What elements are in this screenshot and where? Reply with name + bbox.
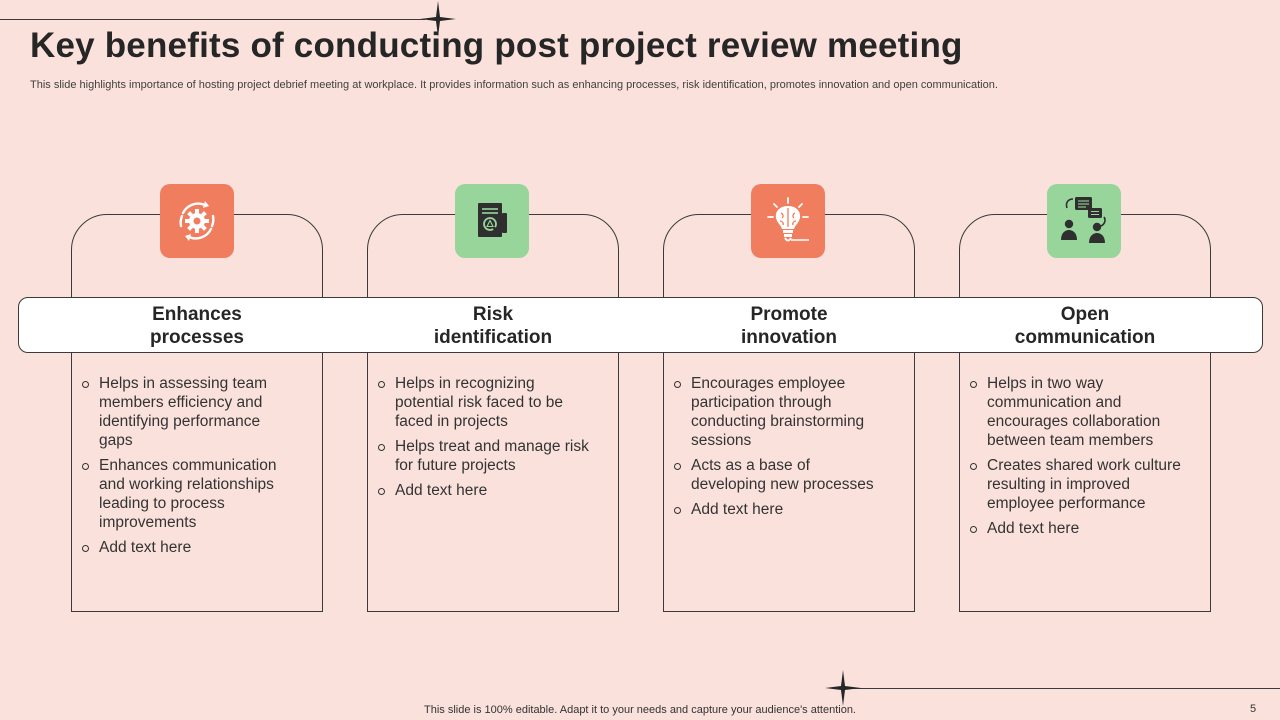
heading-line: identification bbox=[433, 327, 553, 348]
benefit-list-open-communication: Helps in two way communication and encou… bbox=[969, 374, 1181, 544]
page-number: 5 bbox=[1250, 703, 1257, 715]
list-item: Helps in two way communication and encou… bbox=[969, 374, 1181, 450]
heading-line: Enhances bbox=[152, 304, 242, 325]
benefit-list-risk-identification: Helps in recognizing potential risk face… bbox=[377, 374, 589, 506]
list-item: Add text here bbox=[81, 538, 293, 557]
heading-line: processes bbox=[149, 327, 244, 348]
list-item: Helps in assessing team members efficien… bbox=[81, 374, 293, 450]
icon-tile-promote-innovation bbox=[751, 184, 825, 258]
heading-line: innovation bbox=[740, 327, 838, 348]
heading-line: Risk bbox=[472, 304, 514, 325]
list-item: Add text here bbox=[673, 500, 885, 519]
heading-line: communication bbox=[1014, 327, 1156, 348]
people-conversation-icon bbox=[1061, 197, 1106, 243]
benefit-heading-open-communication: Open communication bbox=[959, 303, 1211, 349]
list-item: Add text here bbox=[969, 519, 1181, 538]
decorative-line-bottom bbox=[850, 688, 1280, 689]
list-item: Helps in recognizing potential risk face… bbox=[377, 374, 589, 431]
icon-tile-enhances-processes bbox=[160, 184, 234, 258]
list-item: Add text here bbox=[377, 481, 589, 500]
heading-line: Promote bbox=[750, 304, 828, 325]
icon-tile-risk-identification bbox=[455, 184, 529, 258]
slide-title: Key benefits of conducting post project … bbox=[30, 26, 963, 65]
document-magnifier-icon bbox=[478, 203, 507, 237]
list-item: Creates shared work culture resulting in… bbox=[969, 456, 1181, 513]
list-item: Acts as a base of developing new process… bbox=[673, 456, 885, 494]
benefit-heading-enhances-processes: Enhances processes bbox=[71, 303, 323, 349]
slide-footer: This slide is 100% editable. Adapt it to… bbox=[424, 704, 856, 716]
list-item: Helps treat and manage risk for future p… bbox=[377, 437, 589, 475]
brain-bulb-icon bbox=[767, 197, 809, 242]
heading-band bbox=[18, 297, 1263, 353]
benefit-heading-risk-identification: Risk identification bbox=[367, 303, 619, 349]
list-item: Encourages employee participation throug… bbox=[673, 374, 885, 450]
benefit-list-promote-innovation: Encourages employee participation throug… bbox=[673, 374, 885, 525]
list-item: Enhances communication and working relat… bbox=[81, 456, 293, 532]
icon-tile-open-communication bbox=[1047, 184, 1121, 258]
sparkle-star-icon bbox=[825, 670, 861, 706]
gear-arrows-icon bbox=[179, 201, 215, 241]
slide-subtitle: This slide highlights importance of host… bbox=[30, 79, 998, 91]
benefit-heading-promote-innovation: Promote innovation bbox=[663, 303, 915, 349]
decorative-line-top bbox=[0, 19, 425, 20]
heading-line: Open bbox=[1060, 304, 1110, 325]
benefit-list-enhances-processes: Helps in assessing team members efficien… bbox=[81, 374, 293, 563]
sparkle-star-icon bbox=[420, 1, 456, 37]
